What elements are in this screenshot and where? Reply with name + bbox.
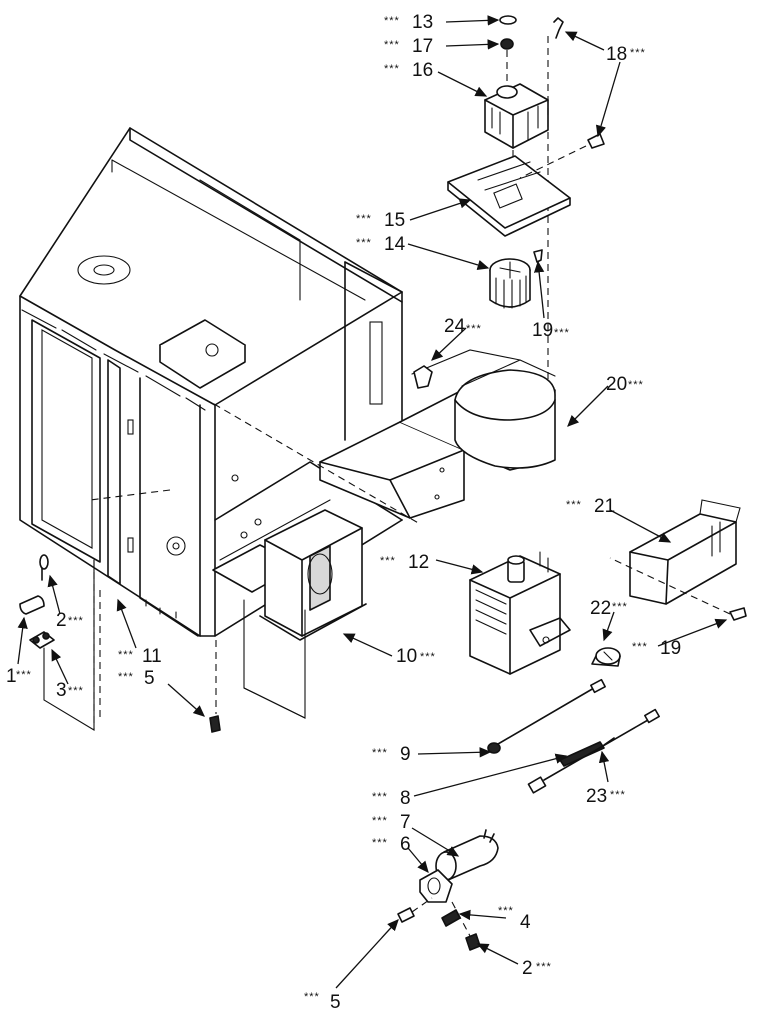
- screw-18-top: [553, 17, 564, 39]
- callout-marker: ***: [356, 237, 372, 249]
- callout-20: 20: [606, 374, 627, 395]
- callout-21: 21: [594, 496, 615, 517]
- screw-18-right: [587, 133, 605, 149]
- callout-marker: ***: [384, 15, 400, 27]
- callout-22: 22: [590, 598, 611, 619]
- callout-marker: ***: [68, 615, 84, 627]
- stirrer-motor-assembly: [447, 15, 605, 400]
- callout-16: 16: [412, 60, 433, 81]
- callout-11: 11: [142, 646, 162, 667]
- wire-lead-23: [527, 708, 660, 794]
- callout-marker: ***: [68, 685, 84, 697]
- screw-19-upper: [533, 249, 543, 263]
- callout-1: 1: [6, 666, 17, 687]
- callout-18: 18: [606, 44, 627, 65]
- capacitor-bracket-6: [419, 869, 453, 903]
- callout-5-lower: 5: [330, 992, 341, 1013]
- callout-labels: *** 13 *** 17 *** 16 18 *** *** 15 *** 1…: [6, 12, 681, 1013]
- callout-marker: ***: [384, 63, 400, 75]
- retaining-clip-13: [499, 15, 517, 25]
- callout-marker: ***: [566, 499, 582, 511]
- callout-5: 5: [144, 668, 155, 689]
- callout-marker: ***: [372, 815, 388, 827]
- motor-16: [484, 83, 549, 149]
- callout-marker: ***: [118, 671, 134, 683]
- callout-14: 14: [384, 234, 406, 255]
- callout-marker: ***: [628, 379, 644, 391]
- callout-13: 13: [412, 12, 433, 33]
- callout-marker: ***: [118, 649, 134, 661]
- callout-10: 10: [396, 646, 417, 667]
- callout-marker: ***: [380, 555, 396, 567]
- callout-19: 19: [532, 320, 553, 341]
- callout-15: 15: [384, 210, 405, 231]
- callout-marker: ***: [420, 651, 436, 663]
- bracket-21: [629, 499, 741, 605]
- callout-24: 24: [444, 316, 466, 337]
- air-duct-20: [319, 349, 556, 519]
- callout-23: 23: [586, 786, 607, 807]
- callout-4: 4: [520, 912, 531, 933]
- callout-marker: ***: [536, 961, 552, 973]
- callout-marker: ***: [632, 641, 648, 653]
- callout-7: 7: [400, 812, 411, 833]
- screw-5-mid: [209, 715, 221, 733]
- callout-2-lower: 2: [522, 958, 533, 979]
- callout-marker: ***: [610, 789, 626, 801]
- coupler-14: [489, 258, 531, 309]
- callout-marker: ***: [498, 905, 514, 917]
- callout-marker: ***: [554, 327, 570, 339]
- capacitor-7: [435, 829, 499, 881]
- screw-2-lower: [465, 933, 481, 951]
- callout-6: 6: [400, 834, 411, 855]
- callout-2: 2: [56, 610, 67, 631]
- clip-24: [413, 365, 433, 389]
- callout-marker: ***: [372, 791, 388, 803]
- wire-lead-9: [487, 678, 606, 754]
- magnetron-12: [469, 551, 571, 675]
- callout-marker: ***: [466, 323, 482, 335]
- callout-marker: ***: [16, 669, 32, 681]
- callout-3: 3: [56, 680, 67, 701]
- washer-17: [500, 38, 514, 50]
- callout-marker: ***: [384, 39, 400, 51]
- callout-marker: ***: [372, 837, 388, 849]
- callout-19-lower: 19: [660, 638, 681, 659]
- callout-9: 9: [400, 744, 411, 765]
- callout-8: 8: [400, 788, 411, 809]
- screw-19-lower: [729, 607, 747, 621]
- screw-5-lower: [397, 907, 415, 923]
- callout-marker: ***: [372, 747, 388, 759]
- leader-lines: [17, 15, 728, 989]
- callout-marker: ***: [630, 47, 646, 59]
- fuse-holder-1-2-3: [19, 554, 95, 731]
- callout-marker: ***: [304, 991, 320, 1003]
- callout-12: 12: [408, 552, 429, 573]
- callout-marker: ***: [356, 213, 372, 225]
- callout-marker: ***: [612, 601, 628, 613]
- mounting-plate-15: [447, 155, 571, 237]
- transformer-10: [243, 509, 367, 719]
- part-4: [441, 909, 461, 927]
- callout-17: 17: [412, 36, 433, 57]
- thermal-cutout-22: [591, 647, 621, 667]
- wire-lead-8: [559, 737, 615, 767]
